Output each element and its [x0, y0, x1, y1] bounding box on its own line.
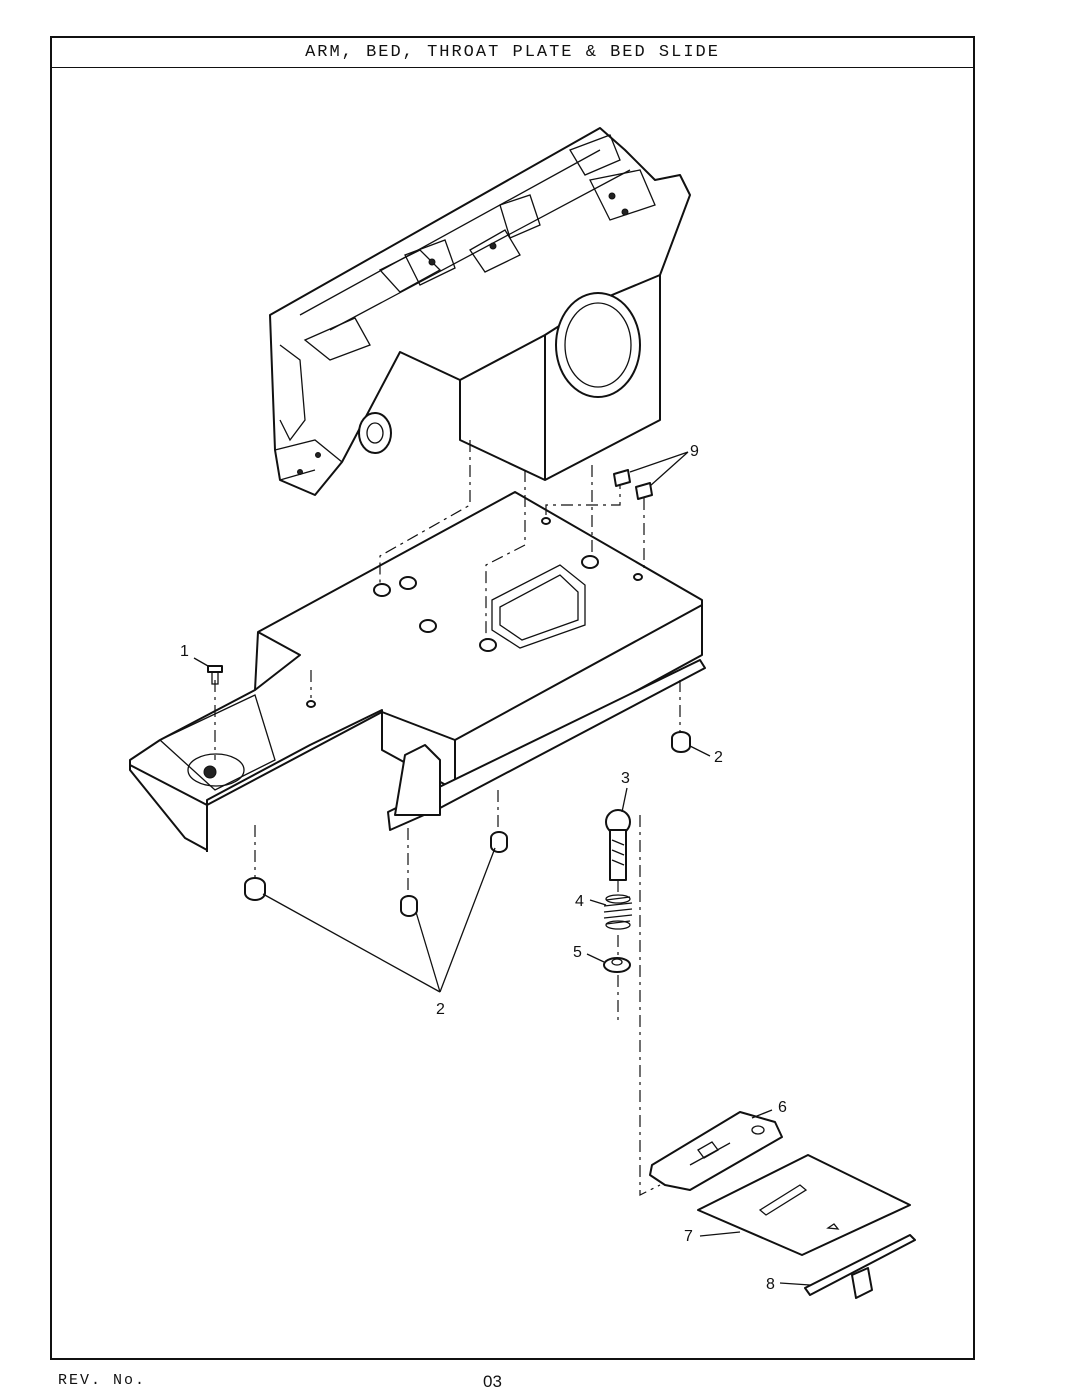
callout-4: 4 — [575, 893, 584, 910]
callout-7: 7 — [684, 1228, 693, 1245]
callout-labels: 1 2 3 4 5 6 7 8 9 2 — [180, 443, 787, 1293]
part-4-spring — [603, 894, 633, 930]
part-7-bed-slide — [697, 1154, 911, 1256]
callout-leader-lines — [193, 451, 811, 1286]
callout-2-bottom: 2 — [436, 1001, 445, 1018]
part-8-slide-guide — [804, 1234, 916, 1299]
diagram-title: ARM, BED, THROAT PLATE & BED SLIDE — [50, 36, 975, 68]
arm-casting — [269, 127, 691, 496]
callout-9: 9 — [690, 443, 699, 460]
callout-1: 1 — [180, 643, 189, 660]
bed-casting — [129, 491, 706, 852]
drawing-frame — [50, 36, 975, 1360]
callout-6: 6 — [778, 1099, 787, 1116]
assembly-center-lines — [214, 440, 681, 1196]
callout-5: 5 — [573, 944, 582, 961]
page-number: 03 — [483, 1372, 502, 1391]
callout-8: 8 — [766, 1276, 775, 1293]
part-9-screws — [613, 469, 653, 500]
part-3-slide-post — [605, 809, 631, 881]
part-5-washer — [603, 957, 631, 973]
part-6-throat-plate — [649, 1111, 783, 1191]
callout-2-right: 2 — [714, 749, 723, 766]
part-1-screw — [207, 665, 223, 685]
callout-3: 3 — [621, 770, 630, 787]
part-2-rubber-feet — [244, 731, 691, 917]
revision-number-label: REV. No. — [58, 1372, 147, 1389]
